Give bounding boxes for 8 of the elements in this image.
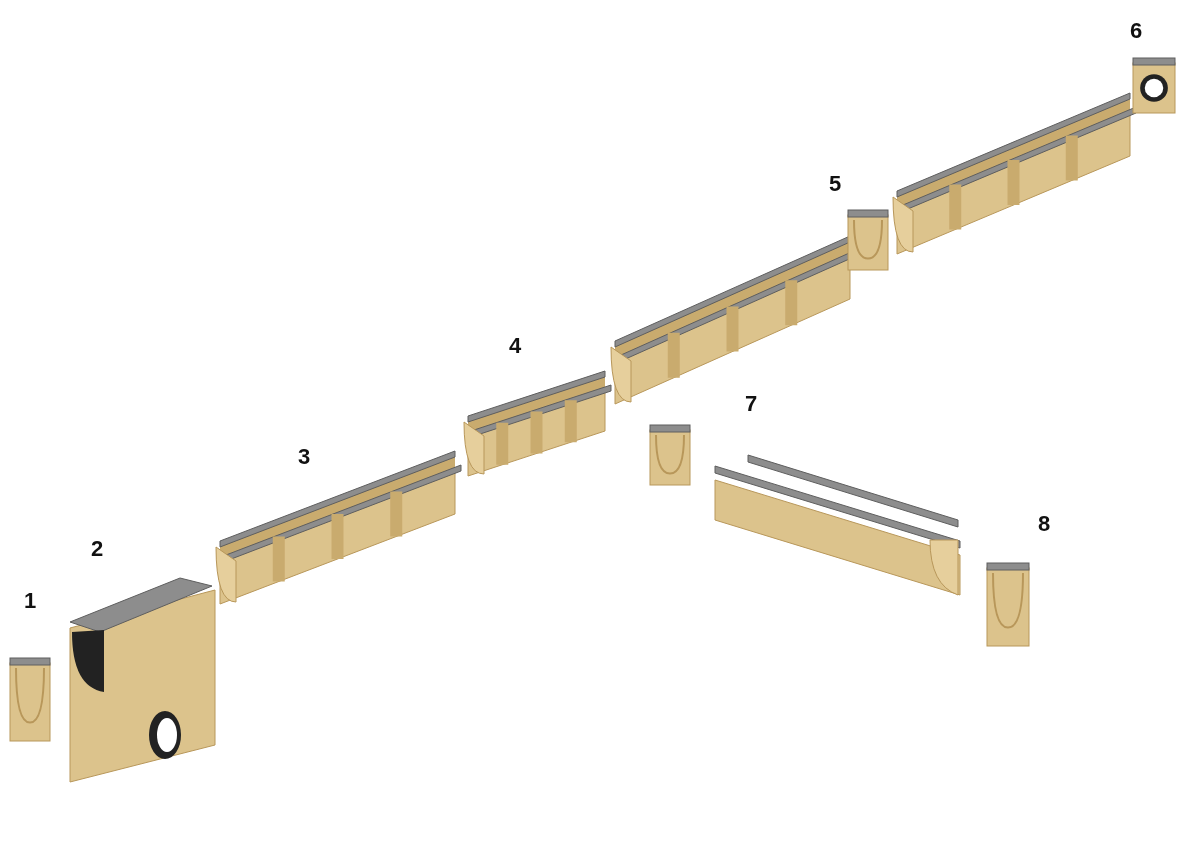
callout-number: 5 xyxy=(829,173,842,195)
callout-number: 7 xyxy=(745,393,758,415)
callout-number: 4 xyxy=(509,335,522,357)
callout-number: 8 xyxy=(1038,513,1051,535)
callout-number: 1 xyxy=(24,590,37,612)
callout-number: 2 xyxy=(91,538,104,560)
callout-number: 3 xyxy=(298,446,311,468)
callout-number: 6 xyxy=(1130,20,1143,42)
